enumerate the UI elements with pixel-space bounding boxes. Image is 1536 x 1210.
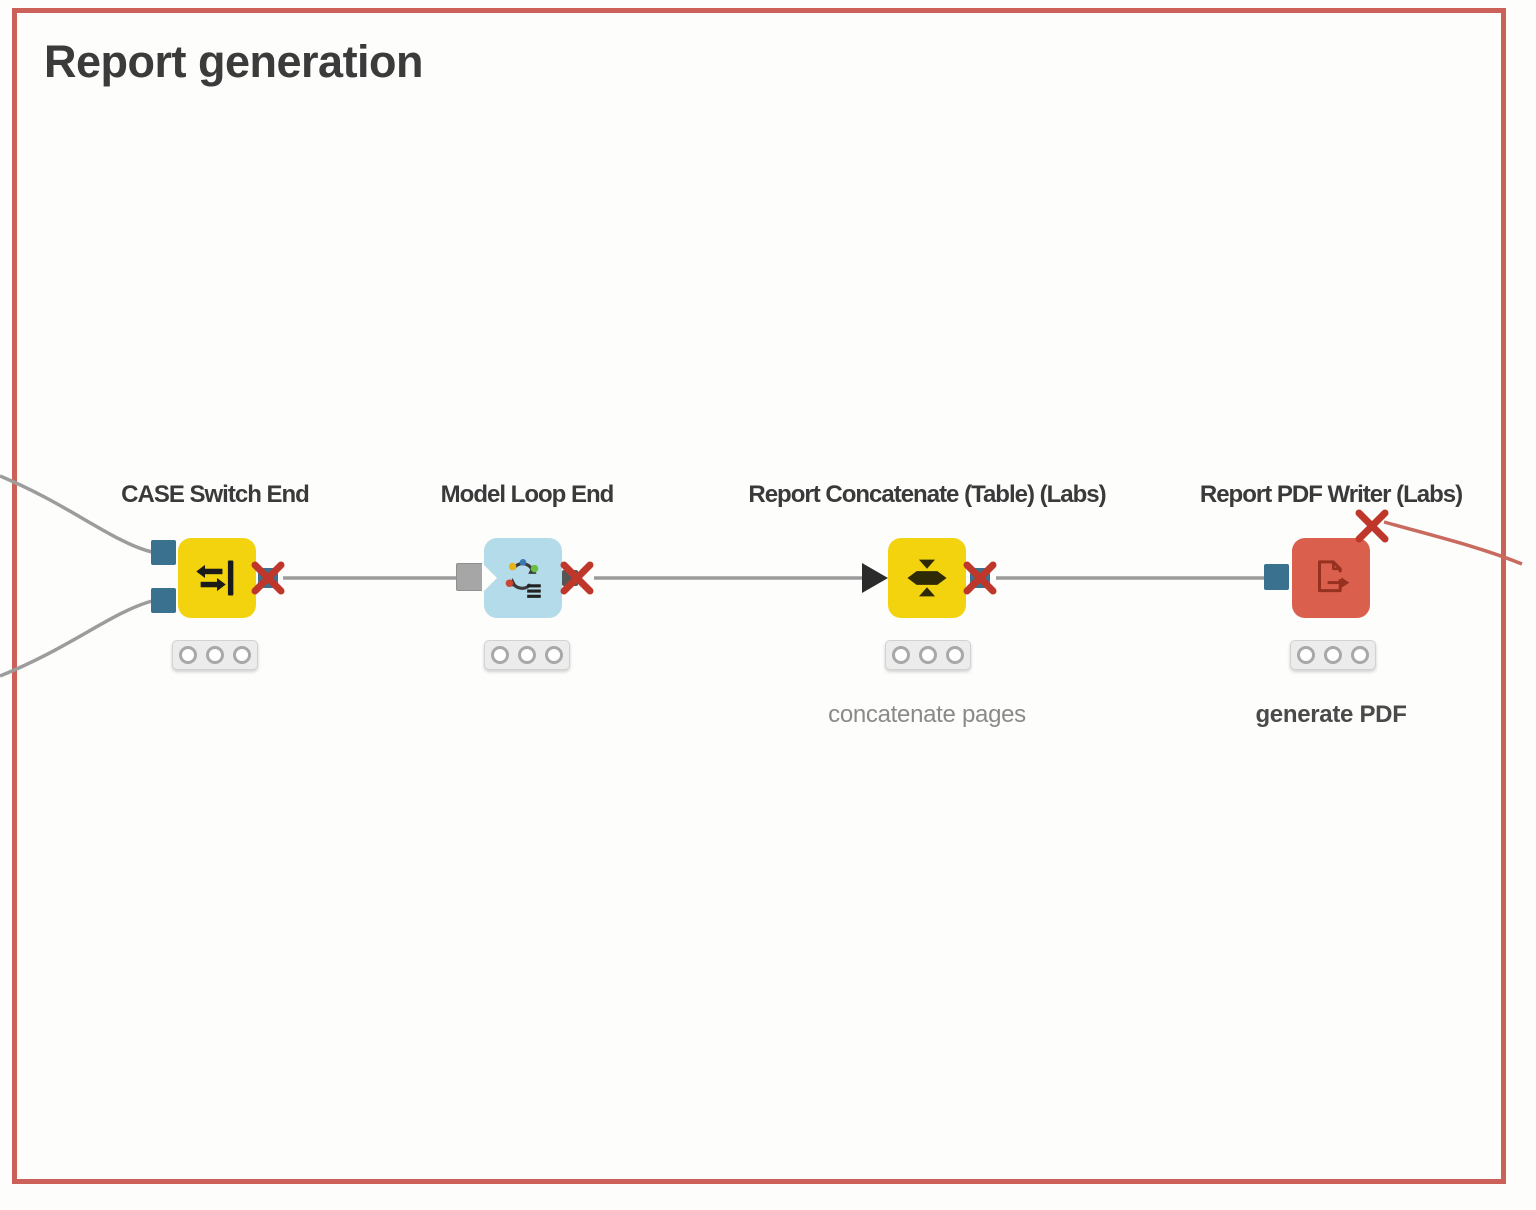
node-label: Report Concatenate (Table) (Labs) (748, 481, 1106, 508)
status-dot (946, 646, 964, 664)
status-dot (1351, 646, 1369, 664)
concatenate-icon (907, 559, 947, 597)
node-body-model-loop-end[interactable] (482, 538, 562, 618)
wire-left-to-casein1[interactable] (0, 474, 153, 554)
node-label: Report PDF Writer (Labs) (1199, 481, 1463, 508)
missing-connection-x-icon[interactable] (559, 560, 595, 596)
status-dot (518, 646, 536, 664)
input-port[interactable] (151, 540, 176, 565)
traffic-light (172, 640, 258, 670)
missing-connection-x-icon[interactable] (962, 560, 998, 596)
input-port[interactable] (862, 563, 888, 593)
annotation-report-generation[interactable] (12, 8, 1506, 1184)
node-body-case-switch-end[interactable] (178, 538, 256, 618)
wire-left-to-casein2[interactable] (0, 599, 153, 678)
loop-end-notch (482, 563, 497, 593)
missing-connection-x-icon[interactable] (250, 560, 286, 596)
traffic-light (484, 640, 570, 670)
wire-flowvar-pdfwriter-right[interactable] (1383, 520, 1523, 566)
input-port[interactable] (1264, 564, 1289, 590)
input-port[interactable] (151, 588, 176, 613)
node-label: Model Loop End (440, 481, 615, 508)
status-dot (179, 646, 197, 664)
case-switch-end-icon (196, 560, 234, 596)
status-dot (1324, 646, 1342, 664)
node-comment: generate PDF (1255, 701, 1407, 728)
status-dot (1297, 646, 1315, 664)
node-body-report-concatenate[interactable] (888, 538, 966, 618)
input-port[interactable] (456, 563, 483, 591)
annotation-title: Report generation (44, 36, 424, 87)
missing-connection-x-icon[interactable] (1354, 508, 1390, 544)
traffic-light (1290, 640, 1376, 670)
status-dot (233, 646, 251, 664)
node-body-report-pdf-writer[interactable] (1292, 538, 1370, 618)
node-comment: concatenate pages (828, 701, 1026, 728)
status-dot (892, 646, 910, 664)
traffic-light (885, 640, 971, 670)
status-dot (545, 646, 563, 664)
status-dot (491, 646, 509, 664)
node-label: CASE Switch End (121, 481, 310, 508)
status-dot (919, 646, 937, 664)
status-dot (206, 646, 224, 664)
pdf-export-icon (1318, 560, 1350, 593)
model-loop-end-icon (505, 558, 541, 598)
